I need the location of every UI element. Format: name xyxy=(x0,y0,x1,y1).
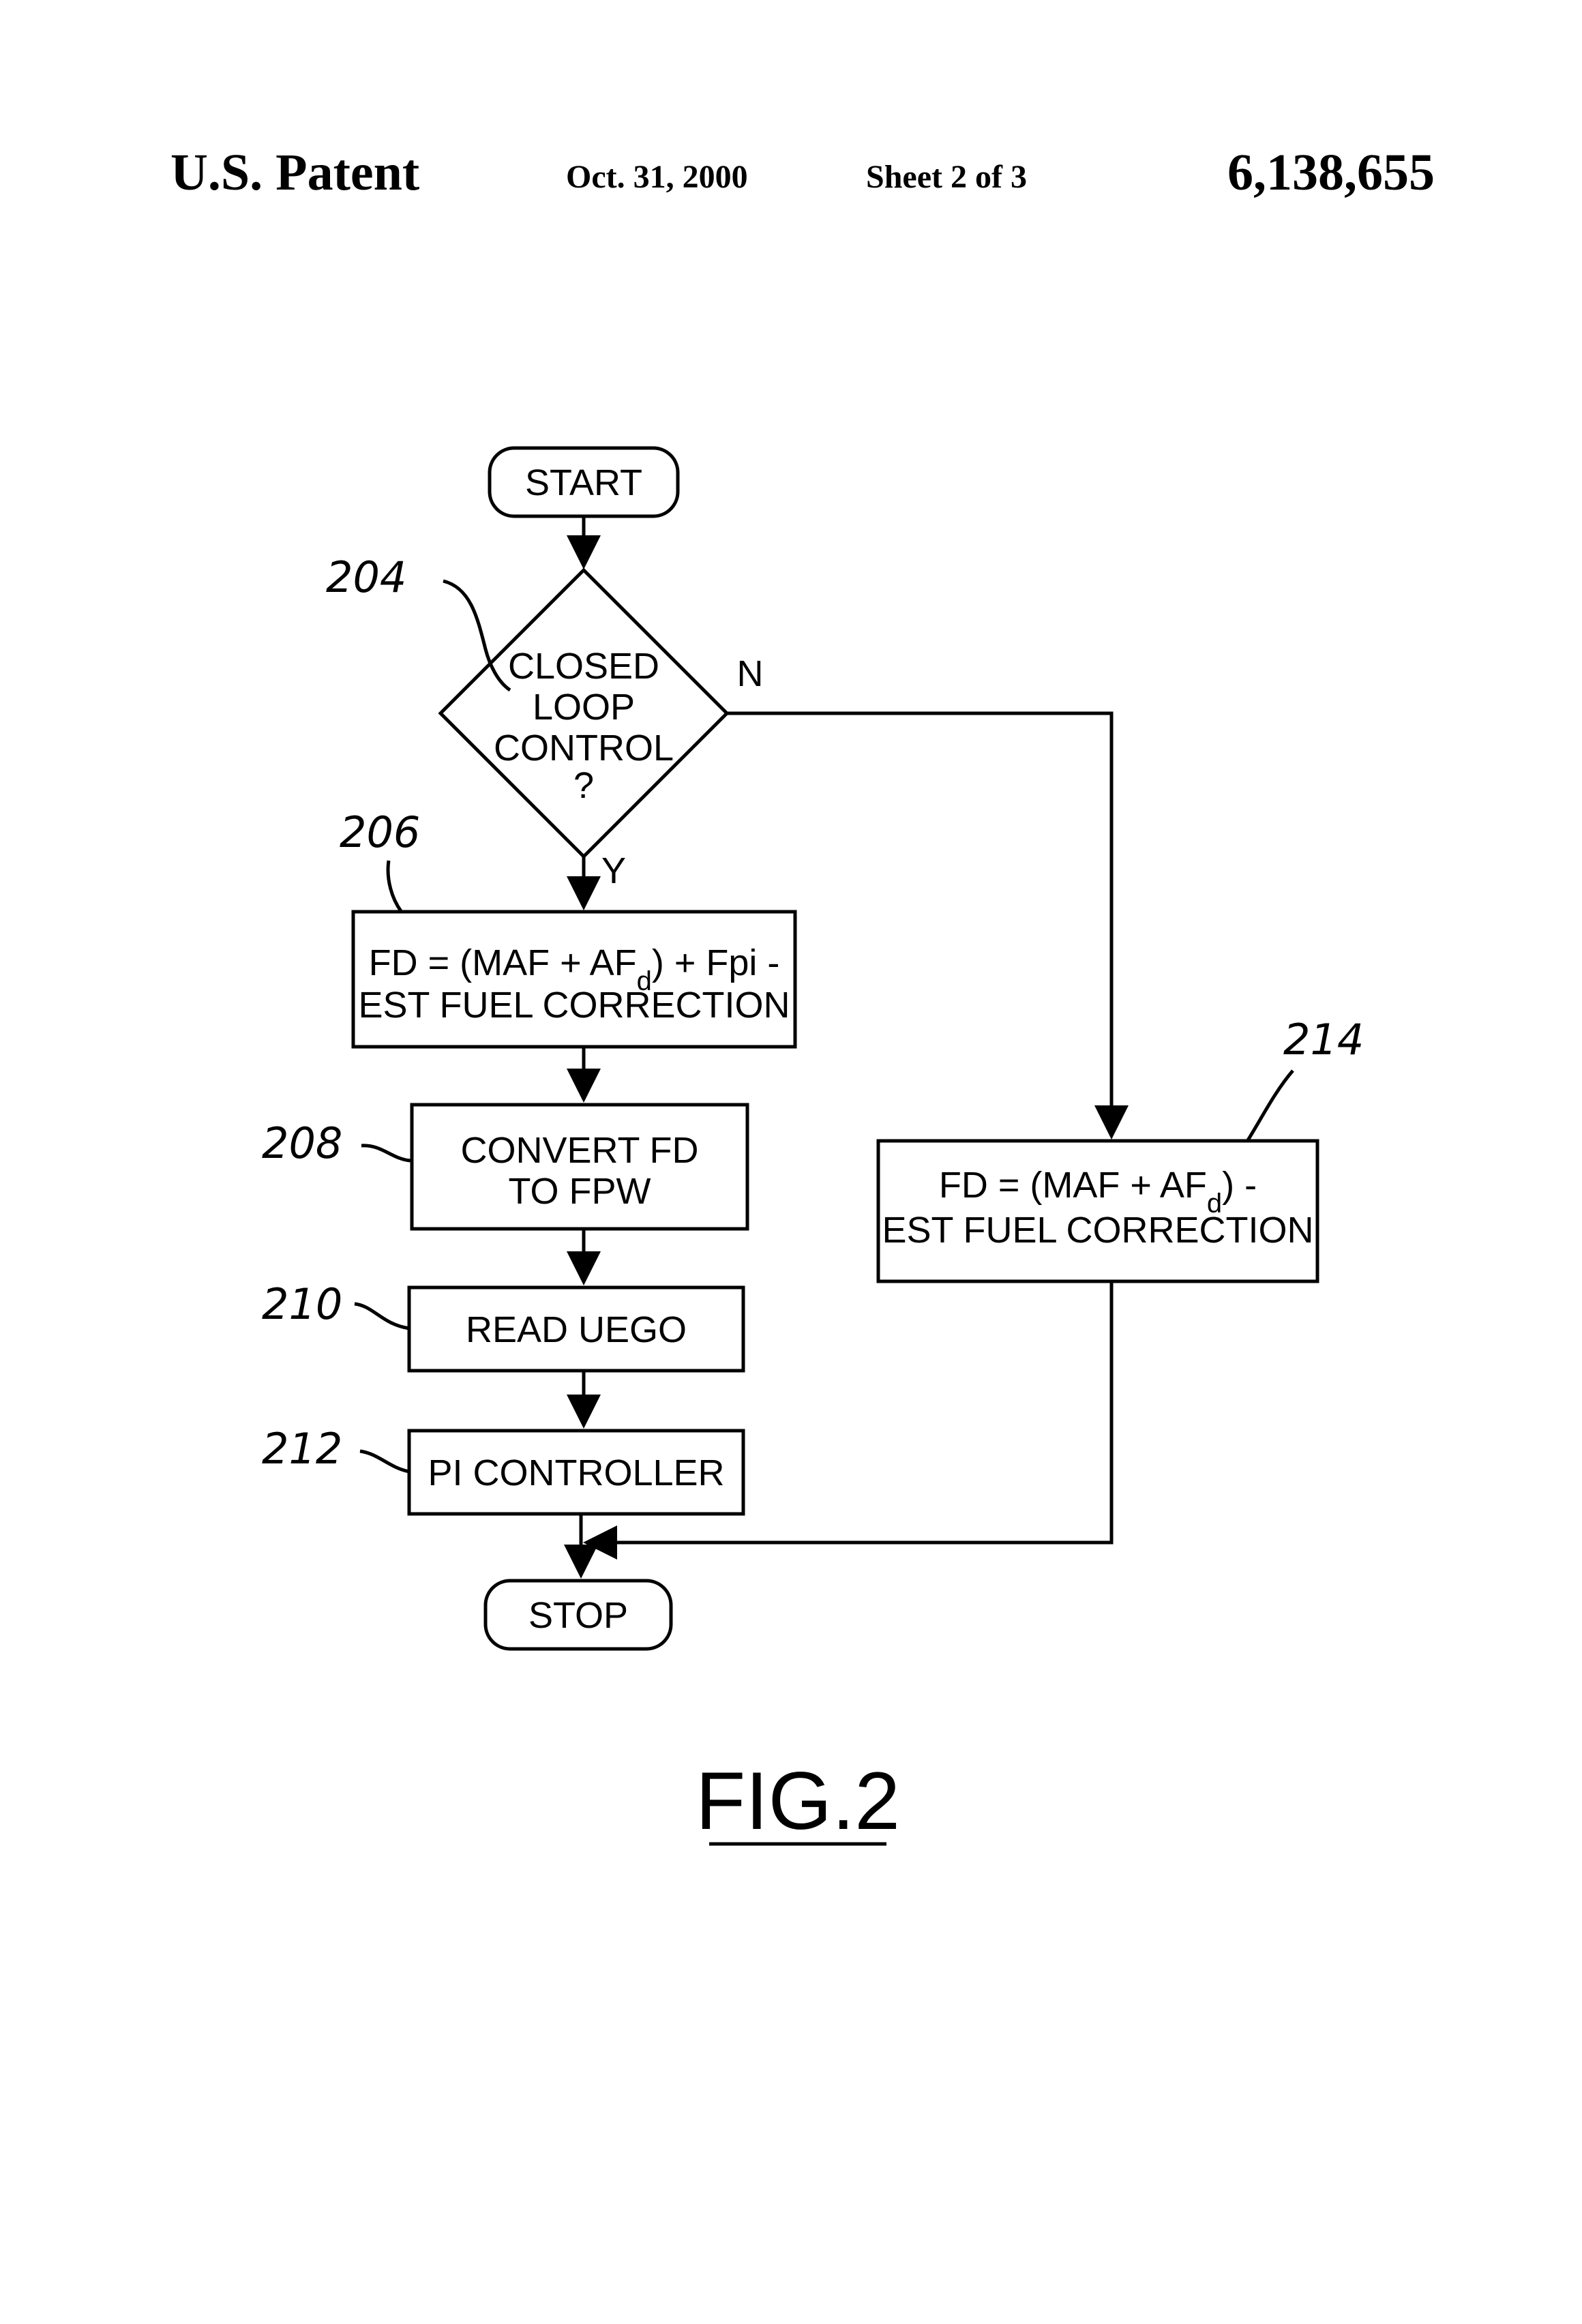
leader-208 xyxy=(361,1146,411,1161)
decision-line-3: CONTROL xyxy=(494,728,674,769)
start-terminal: START xyxy=(490,448,678,516)
process-206: FD = (MAF + AFd) + Fpi - EST FUEL CORREC… xyxy=(353,912,795,1047)
decision-line-1: CLOSED xyxy=(508,646,659,687)
ref-206: 206 xyxy=(340,807,420,857)
process-208-line-2: TO FPW xyxy=(509,1171,651,1212)
ref-212: 212 xyxy=(262,1424,342,1474)
stop-label: STOP xyxy=(528,1595,628,1636)
process-214: FD = (MAF + AFd) - EST FUEL CORRECTION xyxy=(878,1141,1317,1281)
process-212: PI CONTROLLER xyxy=(409,1431,743,1514)
stop-terminal: STOP xyxy=(486,1581,671,1649)
decision-no-label: N xyxy=(737,653,764,694)
figure-label: FIG.2 xyxy=(696,1755,900,1847)
ref-208: 208 xyxy=(262,1118,342,1168)
process-214-line-1-post: ) - xyxy=(1222,1165,1257,1206)
process-214-line-1-pre: FD = (MAF + AF xyxy=(939,1165,1207,1206)
start-label: START xyxy=(525,462,642,503)
ref-204: 204 xyxy=(326,552,406,602)
process-210-label: READ UEGO xyxy=(466,1309,687,1350)
process-206-line-2: EST FUEL CORRECTION xyxy=(358,985,790,1026)
decision-line-2: LOOP xyxy=(533,687,635,728)
process-206-line-1-post: ) + Fpi - xyxy=(652,942,780,983)
process-208: CONVERT FD TO FPW xyxy=(412,1105,747,1229)
leader-214 xyxy=(1248,1071,1293,1140)
process-206-line-1-pre: FD = (MAF + AF xyxy=(369,942,637,983)
process-212-label: PI CONTROLLER xyxy=(428,1452,724,1493)
decision-yes-label: Y xyxy=(601,850,626,891)
process-208-line-1: CONVERT FD xyxy=(460,1130,698,1171)
process-210: READ UEGO xyxy=(409,1287,743,1371)
leader-212 xyxy=(360,1451,409,1472)
ref-210: 210 xyxy=(262,1279,342,1329)
ref-214: 214 xyxy=(1283,1015,1364,1064)
leader-210 xyxy=(355,1304,409,1328)
decision-line-4: ? xyxy=(573,765,594,806)
decision-closed-loop: CLOSED LOOP CONTROL ? xyxy=(441,570,727,856)
leader-206 xyxy=(388,861,401,911)
process-214-line-2: EST FUEL CORRECTION xyxy=(882,1210,1313,1251)
